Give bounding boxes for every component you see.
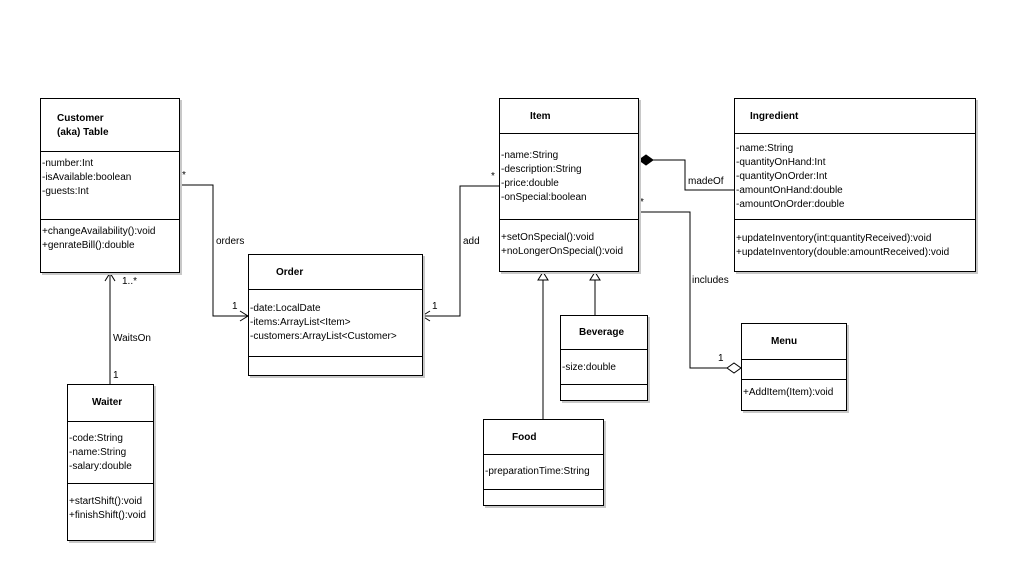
waits-on-arrowhead (104, 272, 116, 282)
includes-aggregation-line[interactable] (638, 211, 727, 369)
attribute-preparation-time: -preparationTime:String (485, 466, 590, 477)
class-order-name: Order (249, 255, 422, 290)
add-target-multiplicity: 1 (432, 301, 438, 312)
add-label: add (463, 236, 480, 247)
orders-source-multiplicity: * (182, 170, 186, 181)
food-generalization-triangle (537, 271, 549, 281)
class-food-operations (484, 490, 603, 495)
attribute-is-available: -isAvailable:boolean (42, 172, 132, 183)
class-ingredient-operations: +updateInventory(int:quantityReceived):v… (735, 220, 975, 260)
class-ingredient[interactable]: Ingredient -name:String -quantityOnHand:… (734, 98, 976, 272)
class-waiter-attributes: -code:String -name:String -salary:double (68, 422, 153, 484)
class-ingredient-name: Ingredient (735, 99, 975, 134)
attribute-price: -price:double (501, 178, 559, 189)
attribute-quantity-on-order: -quantityOnOrder:Int (736, 171, 828, 182)
class-waiter[interactable]: Waiter -code:String -name:String -salary… (67, 384, 154, 541)
class-order-attributes: -date:LocalDate -items:ArrayList<Item> -… (249, 290, 422, 357)
includes-label: includes (692, 275, 729, 286)
class-menu[interactable]: Menu +AddItem(Item):void (741, 323, 847, 411)
class-menu-operations: +AddItem(Item):void (742, 380, 846, 400)
class-item-operations: +setOnSpecial():void +noLongerOnSpecial(… (500, 220, 638, 259)
operation-update-inventory-int: +updateInventory(int:quantityReceived):v… (736, 233, 932, 244)
attribute-guests: -guests:Int (42, 186, 89, 197)
operation-finish-shift: +finishShift():void (69, 510, 146, 521)
operation-genrate-bill: +genrateBill():double (42, 240, 135, 251)
attribute-salary: -salary:double (69, 461, 132, 472)
class-food-attributes: -preparationTime:String (484, 455, 603, 490)
orders-label: orders (216, 236, 245, 247)
operation-start-shift: +startShift():void (69, 496, 143, 507)
attribute-name: -name:String (736, 143, 794, 154)
operation-add-item: +AddItem(Item):void (743, 387, 834, 398)
waits-on-target-multiplicity: 1..* (122, 276, 138, 287)
made-of-label: madeOf (688, 176, 724, 187)
attribute-date: -date:LocalDate (250, 303, 321, 314)
class-food[interactable]: Food -preparationTime:String (483, 419, 604, 506)
attribute-name: -name:String (69, 447, 127, 458)
operation-change-availability: +changeAvailability():void (42, 226, 156, 237)
attribute-size: -size:double (562, 362, 616, 373)
class-customer-attributes: -number:Int -isAvailable:boolean -guests… (41, 152, 179, 220)
class-item-name: Item (500, 99, 638, 134)
made-of-composition-line[interactable] (653, 159, 734, 191)
made-of-filled-diamond (638, 154, 654, 166)
class-waiter-name: Waiter (68, 385, 153, 422)
class-order-operations (249, 357, 422, 362)
class-customer[interactable]: Customer (aka) Table -number:Int -isAvai… (40, 98, 180, 273)
class-menu-name: Menu (742, 324, 846, 360)
operation-no-longer-on-special: +noLongerOnSpecial():void (501, 246, 624, 257)
attribute-number: -number:Int (42, 158, 94, 169)
attribute-amount-on-order: -amountOnOrder:double (736, 199, 845, 210)
class-beverage[interactable]: Beverage -size:double (560, 315, 648, 401)
attribute-items: -items:ArrayList<Item> (250, 317, 351, 328)
class-menu-attributes (742, 360, 846, 380)
includes-source-multiplicity: * (640, 197, 644, 208)
class-food-name: Food (484, 420, 603, 455)
attribute-description: -description:String (501, 164, 582, 175)
orders-target-multiplicity: 1 (232, 301, 238, 312)
class-beverage-attributes: -size:double (561, 350, 647, 385)
attribute-customers: -customers:ArrayList<Customer> (250, 331, 397, 342)
operation-set-on-special: +setOnSpecial():void (501, 232, 595, 243)
attribute-quantity-on-hand: -quantityOnHand:Int (736, 157, 826, 168)
attribute-amount-on-hand: -amountOnHand:double (736, 185, 843, 196)
waits-on-label: WaitsOn (113, 333, 151, 344)
class-item[interactable]: Item -name:String -description:String -p… (499, 98, 639, 272)
class-beverage-operations (561, 385, 647, 390)
class-customer-operations: +changeAvailability():void +genrateBill(… (41, 220, 179, 253)
class-item-attributes: -name:String -description:String -price:… (500, 134, 638, 220)
operation-update-inventory-double: +updateInventory(double:amountReceived):… (736, 247, 950, 258)
attribute-code: -code:String (69, 433, 123, 444)
includes-hollow-diamond (726, 362, 742, 374)
attribute-name: -name:String (501, 150, 559, 161)
class-ingredient-attributes: -name:String -quantityOnHand:Int -quanti… (735, 134, 975, 220)
orders-association-line[interactable] (180, 184, 248, 317)
attribute-on-special: -onSpecial:boolean (501, 192, 587, 203)
class-order[interactable]: Order -date:LocalDate -items:ArrayList<I… (248, 254, 423, 376)
waits-on-source-multiplicity: 1 (113, 370, 119, 381)
class-waiter-operations: +startShift():void +finishShift():void (68, 484, 153, 523)
class-customer-name: Customer (aka) Table (41, 99, 179, 152)
add-source-multiplicity: * (491, 171, 495, 182)
add-association-line[interactable] (422, 185, 499, 317)
beverage-generalization-triangle (589, 271, 601, 281)
includes-target-multiplicity: 1 (718, 353, 724, 364)
class-beverage-name: Beverage (561, 316, 647, 350)
